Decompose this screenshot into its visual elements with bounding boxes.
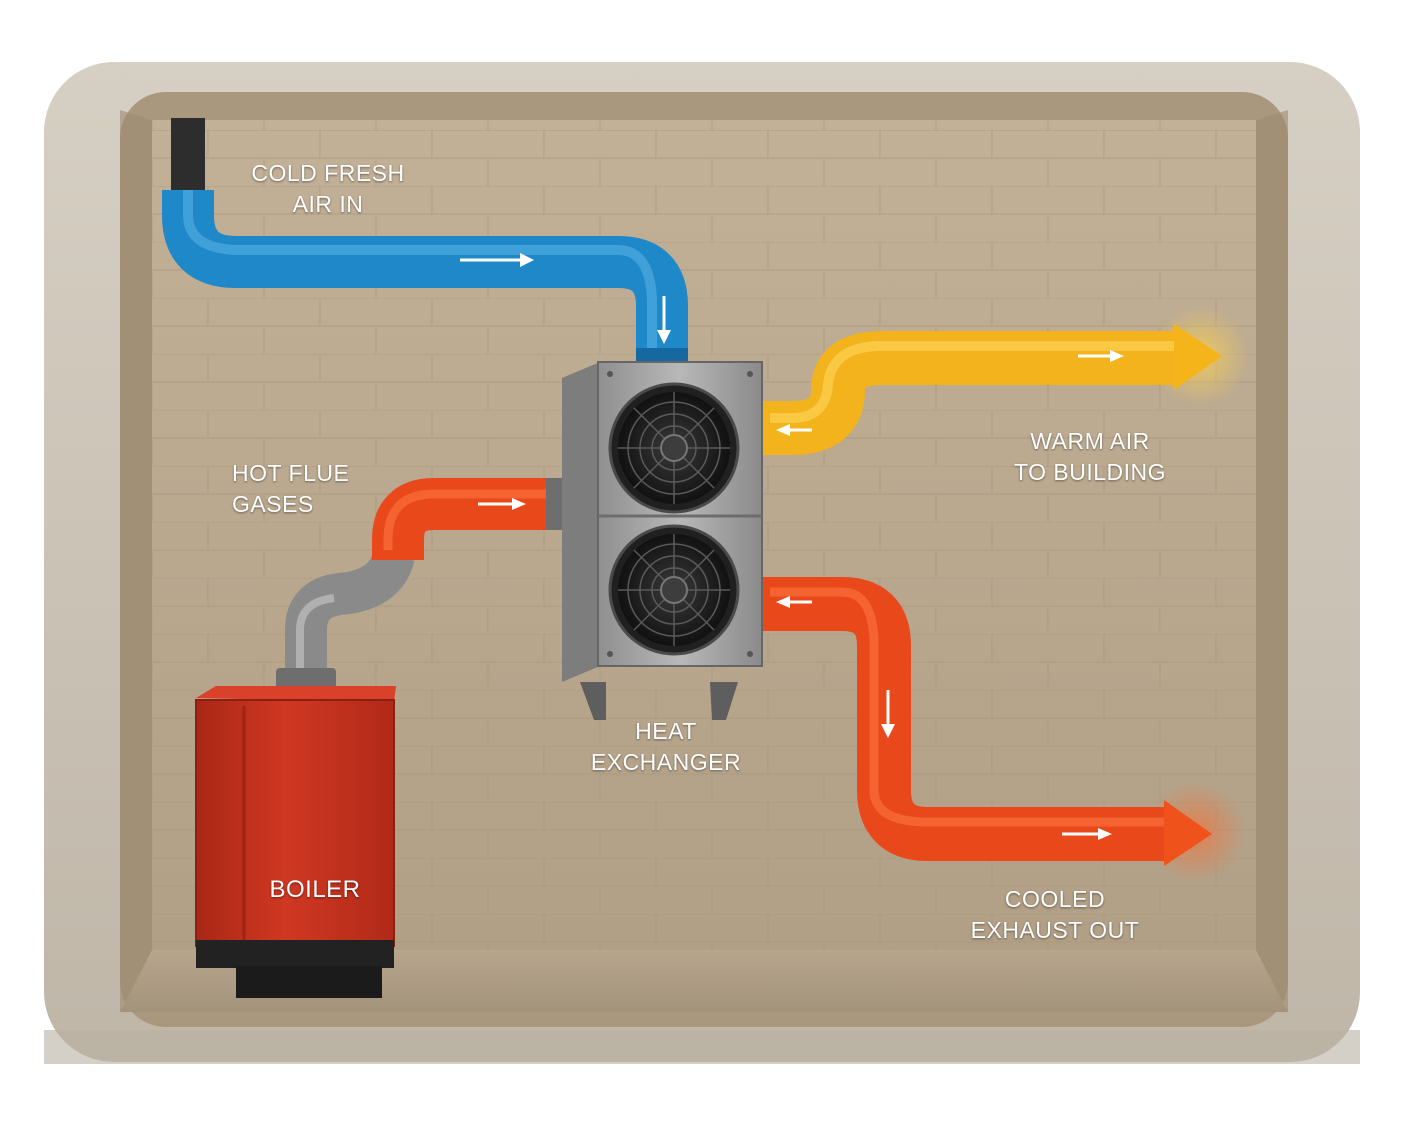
hot-flue-pipe [372,478,560,560]
flue-connector [285,549,415,690]
cold-air-label-line2: AIR IN [292,191,364,217]
floor [120,950,1288,1012]
heat-exchanger-label: HEAT EXCHANGER [566,716,766,778]
warm-air-arrowhead [1174,324,1222,390]
heat-exchanger-unit [562,361,763,720]
warm-air-label: WARM AIR TO BUILDING [990,426,1190,488]
boiler-label-text: BOILER [269,876,361,903]
exhaust-pipe [762,577,1168,861]
warm-air-label-line2: TO BUILDING [1013,459,1167,485]
boiler-label: BOILER [240,874,390,905]
exhaust-label-line2: EXHAUST OUT [970,917,1140,943]
warm-air-label-line1: WARM AIR [1030,428,1150,454]
fan-icon [608,524,740,656]
exhaust-label: COOLED EXHAUST OUT [950,884,1160,946]
fan-icon [608,382,740,514]
boiler [195,686,396,998]
heat-exchanger-label-line1: HEAT [635,718,697,744]
exhaust-label-line1: COOLED [1004,886,1106,912]
warm-air-pipe [762,331,1178,455]
heat-exchanger-label-line2: EXCHANGER [590,749,742,775]
cold-air-label: COLD FRESH AIR IN [228,158,428,220]
flue-label: HOT FLUE GASES [232,458,402,520]
exhaust-arrowhead [1164,800,1212,866]
cold-air-label-line1: COLD FRESH [251,160,405,186]
flue-label-line1: HOT FLUE [232,460,350,486]
flue-label-line2: GASES [232,491,314,517]
